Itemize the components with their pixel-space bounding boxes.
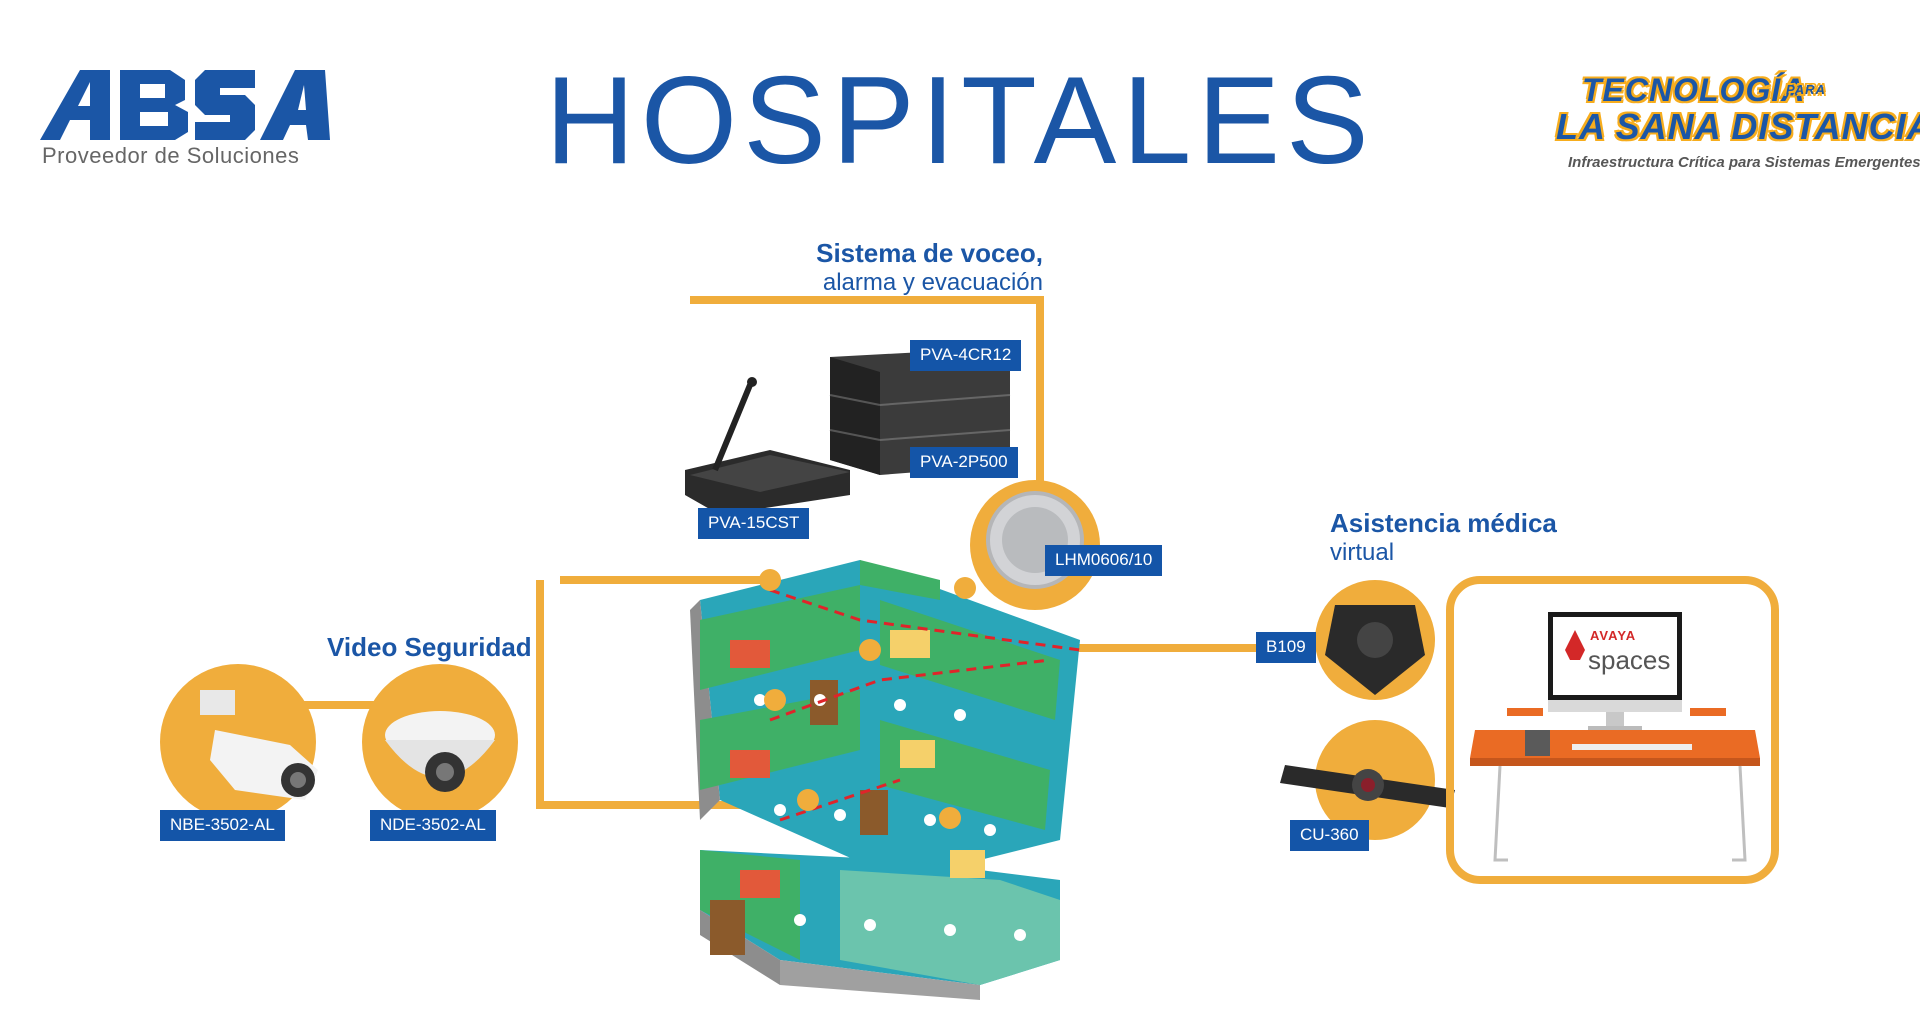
label-pva-4cr12: PVA-4CR12 (910, 340, 1022, 371)
label-pva-15cst: PVA-15CST (698, 508, 810, 539)
section-voceo-subtitle: alarma y evacuación (822, 269, 1043, 296)
tecnologia-logo-line2: LA SANA DISTANCIA (1556, 106, 1920, 147)
label-nde-3502: NDE-3502-AL (370, 810, 496, 841)
label-b109: B109 (1256, 632, 1316, 663)
conference-camera-illustration (1280, 720, 1455, 840)
absa-wordmark-icon (40, 70, 330, 140)
workstation-illustration (1446, 576, 1779, 884)
section-asistencia-title: Asistencia médica (1330, 508, 1557, 538)
absa-tagline: Proveedor de Soluciones (42, 143, 300, 168)
label-cu-360: CU-360 (1290, 820, 1369, 851)
absa-logo: Proveedor de Soluciones (40, 70, 330, 180)
label-pva-2p500: PVA-2P500 (910, 447, 1018, 478)
avaya-product: spaces (1588, 645, 1671, 675)
tecnologia-logo: TECNOLOGÍA PARA LA SANA DISTANCIA Infrae… (1556, 72, 1920, 182)
dome-camera-illustration (362, 664, 518, 820)
amplifier-rack-illustration (829, 350, 1011, 475)
section-video: Video Seguridad (327, 632, 532, 663)
section-video-title: Video Seguridad (327, 632, 532, 662)
tecnologia-logo-line1: TECNOLOGÍA (1582, 72, 1806, 108)
section-voceo-title: Sistema de voceo, (816, 238, 1043, 268)
label-lhm0606: LHM0606/10 (1045, 545, 1163, 576)
conference-speaker-illustration (1315, 580, 1435, 700)
tecnologia-logo-tagline: Infraestructura Crítica para Sistemas Em… (1568, 154, 1920, 171)
page-title: HOSPITALES (545, 52, 1375, 190)
tecnologia-logo-para: PARA (1786, 82, 1826, 97)
section-voceo: Sistema de voceo, alarma y evacuación (816, 238, 1043, 297)
hospital-building-illustration (690, 560, 1081, 1000)
call-station-illustration (685, 377, 850, 515)
label-nbe-3502: NBE-3502-AL (160, 810, 285, 841)
rocket-icon (1565, 630, 1585, 660)
bullet-camera-illustration (160, 664, 318, 820)
section-asistencia-subtitle: virtual (1330, 539, 1395, 566)
avaya-brand: AVAYA (1590, 628, 1637, 643)
section-asistencia: Asistencia médica virtual (1330, 508, 1557, 567)
